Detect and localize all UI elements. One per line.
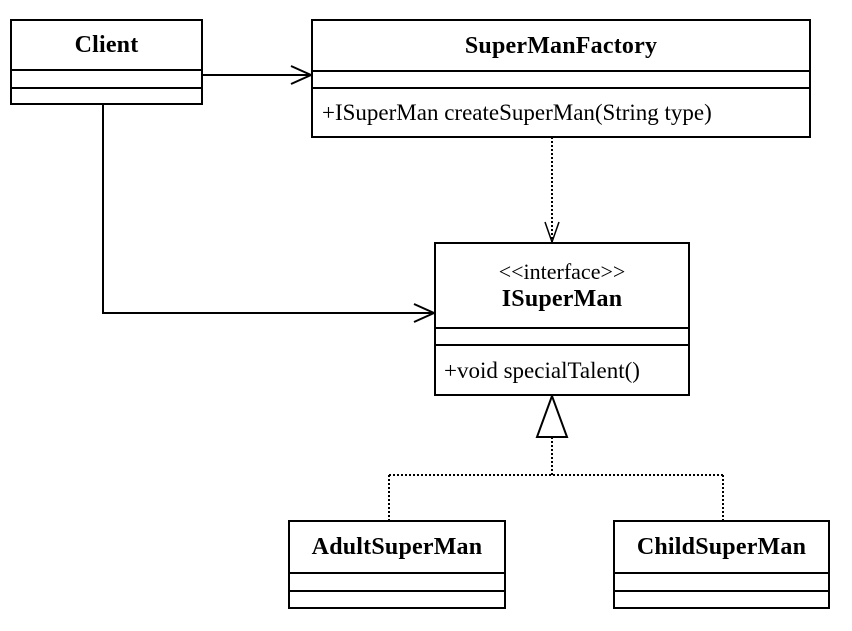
open-arrow-head xyxy=(413,303,437,323)
class-name-compartment: SuperManFactory xyxy=(313,21,809,72)
class-adultsuperman[interactable]: AdultSuperMan xyxy=(288,520,506,609)
attributes-compartment xyxy=(615,574,828,592)
operations-compartment: +ISuperMan createSuperMan(String type) xyxy=(313,89,809,136)
class-name: Client xyxy=(74,32,139,58)
attributes-compartment xyxy=(436,329,688,346)
operation-createsuperman: +ISuperMan createSuperMan(String type) xyxy=(322,100,712,125)
edge-factory-to-isuperman xyxy=(544,137,560,245)
class-name: ISuperMan xyxy=(501,285,623,312)
edge-client-to-factory xyxy=(202,65,314,85)
class-name-compartment: ChildSuperMan xyxy=(615,522,828,574)
operations-compartment xyxy=(615,592,828,607)
class-client[interactable]: Client xyxy=(10,19,203,105)
open-arrow-head xyxy=(290,65,314,85)
attributes-compartment xyxy=(313,72,809,89)
class-name-compartment: Client xyxy=(12,21,201,71)
class-name-compartment: <<interface>> ISuperMan xyxy=(436,244,688,329)
class-name: SuperManFactory xyxy=(464,32,658,59)
operation-specialtalent: +void specialTalent() xyxy=(444,357,640,383)
operations-compartment xyxy=(290,592,504,607)
class-childsuperman[interactable]: ChildSuperMan xyxy=(613,520,830,609)
operations-compartment xyxy=(12,89,201,103)
hollow-triangle-head xyxy=(535,393,569,438)
interface-isuperman[interactable]: <<interface>> ISuperMan +void specialTal… xyxy=(434,242,690,396)
attributes-compartment xyxy=(12,71,201,89)
edge-realization xyxy=(388,393,724,521)
class-name: ChildSuperMan xyxy=(636,534,807,560)
open-arrow-head xyxy=(544,221,560,245)
class-supermanfactory[interactable]: SuperManFactory +ISuperMan createSuperMa… xyxy=(311,19,811,138)
stereotype-label: <<interface>> xyxy=(498,258,626,284)
class-name-compartment: AdultSuperMan xyxy=(290,522,504,574)
class-name: AdultSuperMan xyxy=(311,534,483,560)
attributes-compartment xyxy=(290,574,504,592)
operations-compartment: +void specialTalent() xyxy=(436,346,688,394)
